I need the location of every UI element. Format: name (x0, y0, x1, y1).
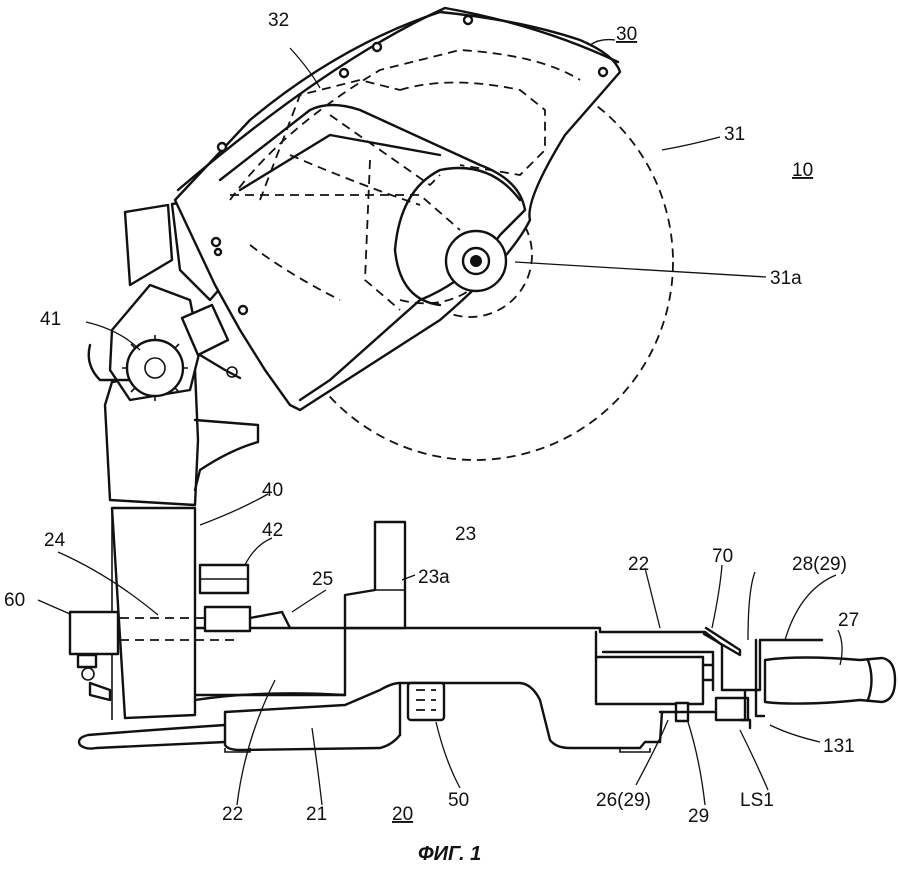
fence (343, 520, 407, 630)
reference-labels: 30 32 31 10 31a 41 40 42 24 23 23a 25 60… (4, 10, 859, 827)
label-30: 30 (616, 24, 637, 45)
label-29: 29 (688, 806, 709, 827)
label-10: 10 (792, 160, 813, 181)
label-22-top: 22 (628, 554, 649, 575)
label-LS1: LS1 (740, 790, 774, 811)
label-32: 32 (268, 10, 289, 31)
figure-caption: ФИГ. 1 (418, 843, 481, 865)
label-42: 42 (262, 520, 283, 541)
label-50: 50 (448, 790, 469, 811)
label-70: 70 (712, 546, 733, 567)
blade-guard (173, 6, 622, 412)
label-22-bottom: 22 (222, 804, 243, 825)
label-131: 131 (823, 736, 855, 757)
label-28-29: 28(29) (792, 554, 847, 575)
label-31a: 31a (770, 268, 802, 289)
support-column (68, 368, 292, 720)
label-25: 25 (312, 569, 333, 590)
label-24: 24 (44, 530, 66, 551)
label-23: 23 (455, 524, 476, 545)
base-assembly (77, 626, 724, 753)
label-21: 21 (306, 804, 327, 825)
label-60: 60 (4, 590, 25, 611)
label-27: 27 (838, 610, 859, 631)
label-40: 40 (262, 480, 283, 501)
label-31: 31 (724, 124, 745, 145)
label-41: 41 (40, 309, 61, 330)
label-23a: 23a (418, 567, 450, 588)
label-20: 20 (392, 804, 413, 825)
front-handle-assembly (594, 626, 897, 730)
label-26-29: 26(29) (596, 790, 651, 811)
leader-lines (37, 38, 843, 806)
